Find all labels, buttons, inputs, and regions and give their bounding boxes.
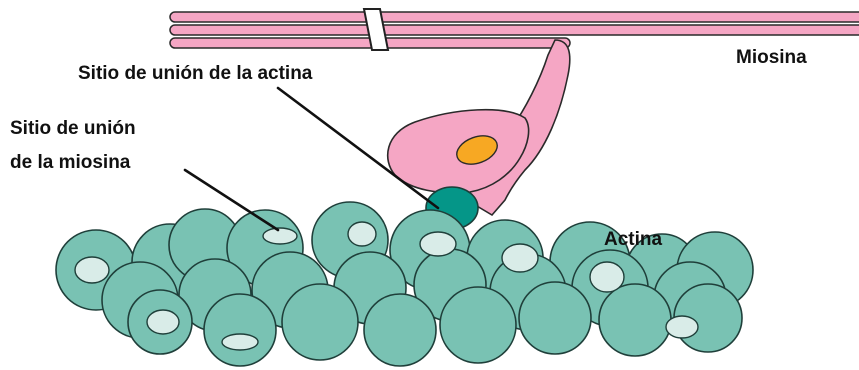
myosin-binding-site bbox=[590, 262, 624, 292]
myosin-binding-site bbox=[263, 228, 297, 244]
myosin-binding-site bbox=[502, 244, 538, 272]
myosin-binding-site bbox=[147, 310, 179, 334]
actin-monomer bbox=[204, 294, 276, 366]
myosin-filament bbox=[170, 12, 859, 48]
myosin-label: Miosina bbox=[736, 47, 807, 69]
myosin-binding-site bbox=[420, 232, 456, 256]
actin-label: Actina bbox=[604, 229, 662, 251]
myosin-binding-site bbox=[666, 316, 698, 338]
actin-monomer bbox=[519, 282, 591, 354]
myosin-binding-site-label-line2: de la miosina bbox=[10, 152, 130, 174]
myosin-binding-site bbox=[222, 334, 258, 350]
actin-monomer bbox=[440, 287, 516, 363]
actin-binding-site-label: Sitio de unión de la actina bbox=[78, 63, 312, 85]
myosin-binding-site-label-line1: Sitio de unión bbox=[10, 118, 136, 140]
actin-filament bbox=[56, 202, 753, 366]
myosin-head bbox=[388, 40, 570, 215]
myosin-binding-site bbox=[75, 257, 109, 283]
myosin-binding-site bbox=[348, 222, 376, 246]
actin-monomer bbox=[599, 284, 671, 356]
actin-monomer bbox=[364, 294, 436, 366]
actin-monomer bbox=[282, 284, 358, 360]
